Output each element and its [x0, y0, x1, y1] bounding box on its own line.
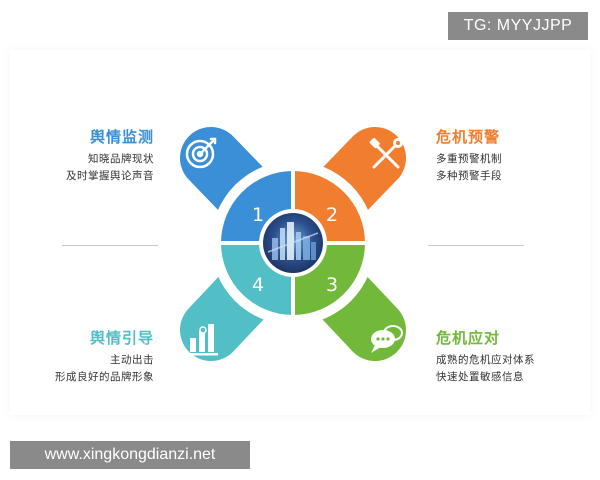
block-title-guidance: 舆情引导	[89, 329, 154, 347]
block-line: 及时掌握舆论声音	[66, 170, 154, 182]
block-line: 多种预警手段	[436, 170, 502, 182]
divider-left	[62, 245, 158, 246]
block-warning: 危机预警 多重预警机制 多种预警手段	[436, 126, 576, 185]
tools-icon	[369, 137, 403, 169]
block-monitoring: 舆情监测 知晓品牌现状 及时掌握舆论声音	[40, 126, 154, 185]
quadrant-number-1: 1	[252, 204, 264, 226]
block-line: 成熟的危机应对体系	[436, 354, 535, 366]
watermark-tg: TG: MYYJJPP	[448, 12, 588, 40]
quadrant-number-4: 4	[252, 274, 264, 296]
watermark-site: www.xingkongdianzi.net	[10, 441, 250, 469]
block-line: 知晓品牌现状	[88, 153, 154, 165]
block-line: 主动出击	[110, 354, 154, 366]
block-title-warning: 危机预警	[436, 128, 501, 146]
quadrant-number-3: 3	[326, 274, 338, 296]
block-guidance: 舆情引导 主动出击 形成良好的品牌形象	[30, 327, 154, 386]
quadrant-number-2: 2	[326, 204, 338, 226]
bar-chart-icon	[186, 324, 218, 356]
block-line: 形成良好的品牌形象	[55, 371, 154, 383]
chat-bubbles-icon	[371, 325, 403, 353]
block-title-monitoring: 舆情监测	[89, 128, 154, 146]
divider-right	[428, 245, 524, 246]
block-line: 快速处置敏感信息	[436, 371, 524, 383]
block-response: 危机应对 成熟的危机应对体系 快速处置敏感信息	[436, 327, 586, 386]
target-icon	[185, 137, 217, 169]
block-line: 多重预警机制	[436, 153, 502, 165]
block-title-response: 危机应对	[436, 329, 501, 347]
center-city-image	[263, 213, 323, 273]
